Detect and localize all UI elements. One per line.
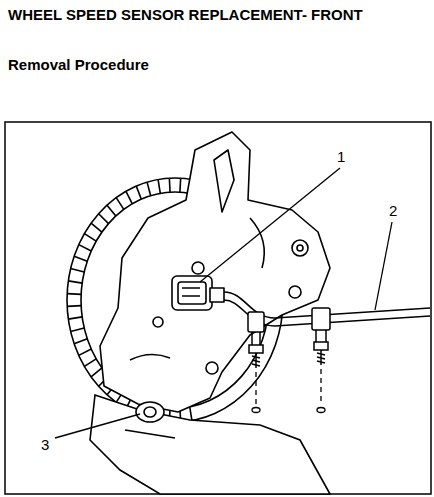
- bolt-path: [256, 369, 321, 405]
- figure-frame: [5, 122, 431, 494]
- leader-line: [55, 168, 392, 438]
- rotor-vent: [79, 245, 91, 251]
- page-title: WHEEL SPEED SENSOR REPLACEMENT- FRONT: [8, 6, 363, 23]
- rotor-vent: [99, 214, 109, 224]
- rotor-vent: [71, 268, 85, 272]
- rotor-vent: [67, 305, 81, 307]
- rotor-vent: [169, 178, 171, 192]
- rotor-vent: [136, 186, 141, 199]
- rotor-vent: [67, 293, 81, 295]
- rotor-vent: [147, 182, 151, 196]
- rotor-vent: [71, 328, 85, 332]
- rotor-vent: [126, 191, 132, 203]
- rotor-vent: [84, 359, 96, 367]
- rotor-vent: [74, 256, 87, 261]
- rotor-vent: [84, 234, 96, 242]
- rotor-vent: [68, 281, 82, 283]
- wheel-speed-sensor: [172, 276, 224, 310]
- section-heading: Removal Procedure: [8, 56, 149, 73]
- clip-bolt: [249, 342, 328, 368]
- callout-number: 2: [388, 202, 398, 219]
- rotor-vent: [68, 317, 82, 319]
- steering-knuckle: [100, 132, 330, 412]
- rotor-vent: [179, 178, 181, 192]
- rotor-vent: [158, 180, 160, 194]
- bolt-hole: [252, 408, 325, 413]
- rotor-vent: [91, 223, 102, 232]
- rotor-vent: [190, 407, 192, 421]
- rotor-vent: [74, 339, 87, 344]
- rotor-vent: [91, 368, 102, 377]
- rotor-vent: [79, 349, 91, 355]
- lower-control-arm: [90, 395, 330, 494]
- rotor-vent: [107, 205, 116, 216]
- rotor-vent: [116, 198, 124, 210]
- callout-number: 3: [40, 436, 50, 453]
- callout-number: 1: [336, 148, 346, 165]
- harness-clip: [248, 308, 330, 345]
